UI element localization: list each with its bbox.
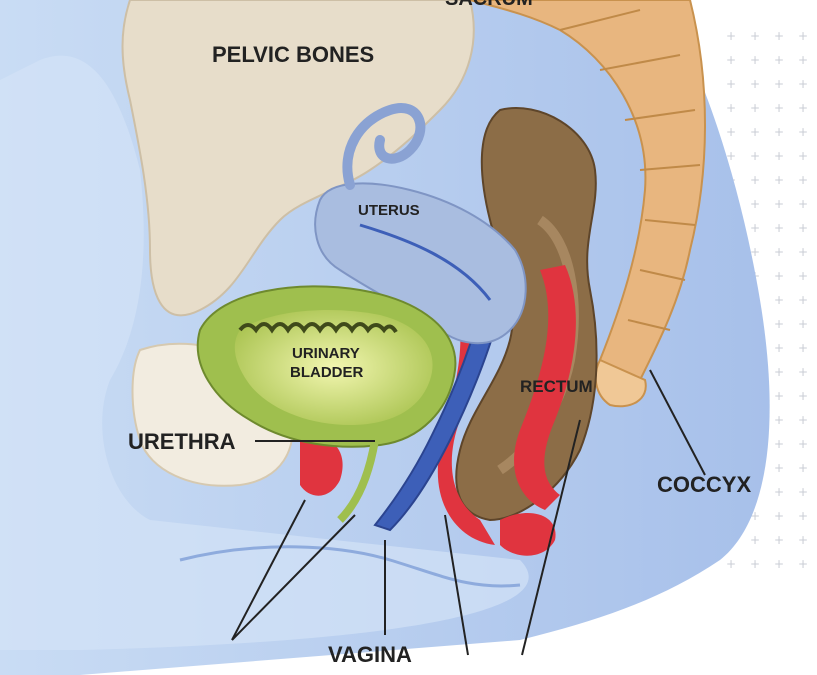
vagina-organ [373, 303, 502, 532]
label-urethra: URETHRA [128, 429, 236, 454]
uterus-organ [314, 182, 527, 345]
anal-sphincter [500, 512, 556, 556]
label-pelvic-bones: PELVIC BONES [212, 42, 374, 67]
leader-lines [231, 369, 706, 656]
label-urinary: URINARY [292, 345, 360, 362]
pelvic-bone-shape [121, 0, 475, 317]
inner-body-shading [0, 55, 529, 650]
fallopian-tube [342, 103, 426, 190]
sacrum-bone [469, 0, 706, 382]
label-uterus: UTERUS [358, 202, 420, 219]
label-bladder: BLADDER [290, 364, 363, 381]
bladder-interior [234, 310, 433, 425]
vertebra-segments [559, 9, 701, 331]
pelvic-floor-muscle-2 [437, 290, 495, 545]
bladder-rugae [238, 322, 398, 334]
pelvic-floor-muscle [514, 265, 576, 510]
label-rectum: RECTUM [520, 377, 593, 396]
label-coccyx: COCCYX [657, 472, 751, 497]
urethra-tube [337, 439, 379, 523]
label-sacrum: SACRUM [445, 0, 533, 10]
urethral-muscle [300, 437, 343, 496]
label-vagina: VAGINA [328, 642, 412, 667]
uterine-cavity [359, 223, 492, 301]
